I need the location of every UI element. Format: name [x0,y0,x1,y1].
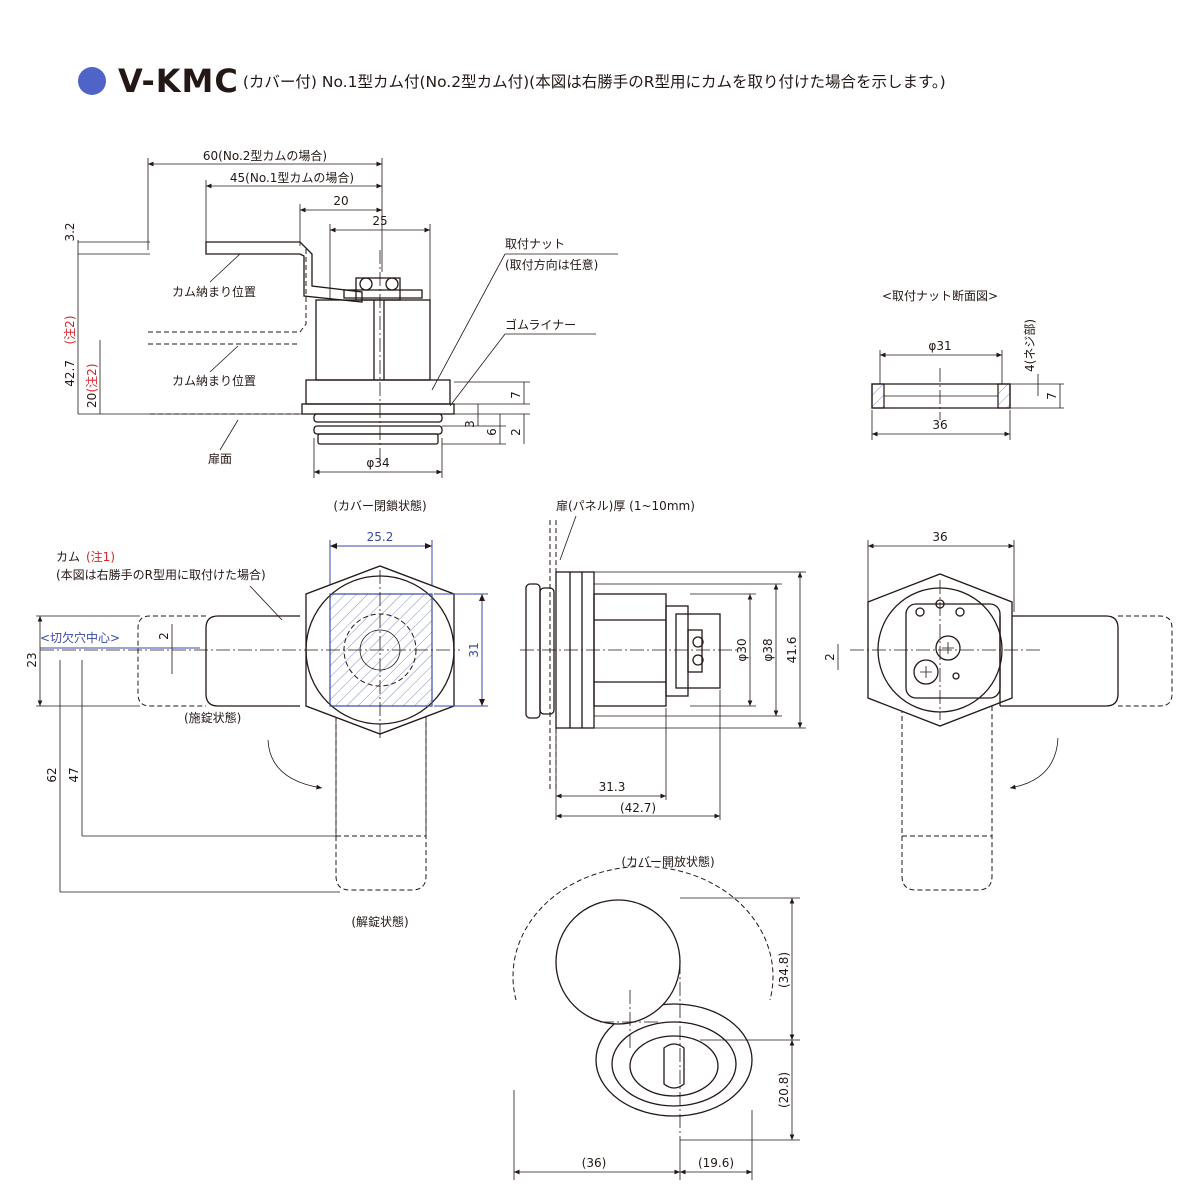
header: V-KMC (カバー付) No.1型カム付(No.2型カム付)(本図は右勝手のR… [78,58,946,104]
dim-3-label: 3 [463,420,477,428]
back-cam-arm [1000,615,1119,707]
state-open-label: (カバー開放状態) [621,854,714,869]
cam-arm-locked [205,615,300,707]
dim-25-2-label: 25.2 [367,530,394,544]
cam-pos-label-1: カム納まり位置 [172,284,256,299]
back-view: 36 2 [823,530,1173,891]
cam-label-prefix: カム [56,550,80,564]
front-view: (カバー閉鎖状態) 25.2 カム (注1) (本図は右勝手のR型用に取付けた場… [25,498,488,929]
dim-42-7-side-label: (42.7) [620,801,656,815]
dim-42-7-label: 42.7 [63,360,77,387]
open-view: (カバー開放状態) (34.8) (20.8) (36) (19.6) [512,854,800,1180]
dim-2-label: 2 [509,428,523,436]
back-screw-1 [935,635,961,661]
locked-label: (施錠状態) [184,710,241,725]
door-face-label: 扉面 [208,452,232,466]
top-view: 60(No.2型カムの場合) 45(No.1型カムの場合) 20 25 3.2 … [62,148,618,478]
dim-20v-label: 20 [85,393,99,408]
dim-62-label: 62 [45,767,59,782]
panel-thickness-label: 扉(パネル)厚 (1~10mm) [556,499,695,513]
dim-7-label: 7 [509,391,523,399]
nut-label: 取付ナット [505,237,565,251]
nut-section-dim-36: 36 [932,418,947,432]
dim-20-label: 20 [333,194,348,208]
lock-screw-head [355,277,401,301]
nut-section-phi31: φ31 [928,339,951,353]
dim-23-label: 23 [25,652,39,667]
cam-note-label: (注1) [86,549,115,564]
dim-42-7-note: (注2) [62,316,77,345]
dim-60-label: 60(No.2型カムの場合) [203,148,327,163]
dim-36-open-label: (36) [582,1156,607,1170]
dim-45-label: 45(No.1型カムの場合) [230,170,354,185]
dim-19-6-label: (19.6) [698,1156,734,1170]
cutout-center-label: <切欠穴中心> [40,630,120,645]
rubber-liner-label: ゴムライナー [505,317,576,332]
dim-47-label: 47 [67,767,81,782]
cam-pos-label-2: カム納まり位置 [172,373,256,388]
nut-section-dim-4: 4(ネジ部) [1022,319,1037,372]
dim-phi34-label: φ34 [366,456,389,470]
mounting-nut [305,379,451,405]
rubber-liner [301,403,455,415]
cover-open [555,899,681,1025]
state-closed-label: (カバー閉鎖状態) [333,498,426,513]
nut-section-dim-7: 7 [1045,392,1059,400]
side-cam-block [665,605,689,697]
dim-phi38-label: φ38 [761,638,775,661]
dim-20v-note: (注2) [84,364,99,393]
nut-note: (取付方向は任意) [505,257,598,272]
side-view: 扉(パネル)厚 (1~10mm) φ30 φ38 41.6 31.3 [520,499,806,820]
dim-20-8-label: (20.8) [777,1072,791,1108]
dim-25-label: 25 [372,214,387,228]
page-title: V-KMC [118,62,239,100]
dim-6-label: 6 [485,428,499,436]
key-slot [663,1043,685,1089]
side-gasket-1 [525,583,541,719]
dim-41-6-label: 41.6 [785,637,799,664]
nut-section-title: <取付ナット断面図> [882,288,998,303]
cover-swing-arc [512,866,774,1001]
dim-2-front-label: 2 [157,632,171,640]
back-screw-2 [913,659,939,685]
page-subtitle: (カバー付) No.1型カム付(No.2型カム付)(本図は右勝手のR型用にカムを… [242,73,946,91]
title-bullet-icon [78,67,106,95]
dim-3-2-label: 3.2 [63,222,77,241]
cam-desc-label: (本図は右勝手のR型用に取付けた場合) [56,567,266,582]
back-dim-2-label: 2 [823,653,837,661]
dim-31-3-label: 31.3 [599,780,626,794]
back-dim-36-label: 36 [932,530,947,544]
cam-no2 [205,241,363,303]
unlocked-label: (解錠状態) [351,914,408,929]
lock-body [315,299,431,381]
dim-31-label: 31 [467,642,481,657]
dim-34-8-label: (34.8) [777,952,791,988]
nut-section-view: <取付ナット断面図> φ31 4(ネジ部) 7 36 [871,288,1064,440]
dim-phi30-label: φ30 [735,638,749,661]
